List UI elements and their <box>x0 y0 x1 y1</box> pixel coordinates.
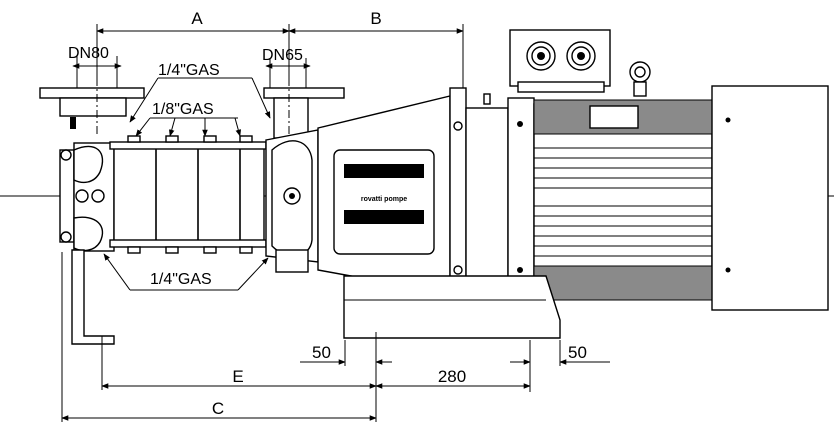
dimension-b-label: B <box>370 9 381 28</box>
dimension-a-b: A B <box>96 9 464 92</box>
suction-size-label: DN80 <box>68 45 109 62</box>
dimension-280-label: 280 <box>438 367 466 386</box>
dimension-e-label: E <box>232 367 243 386</box>
pump-stages <box>59 135 267 254</box>
electric-motor <box>507 29 829 311</box>
vent-connection: 1/8"GAS <box>135 101 242 137</box>
drain-connection: 1/4"GAS <box>103 253 269 291</box>
vent-label: 1/8"GAS <box>152 101 214 118</box>
nameplate-brand: rovatti pompe <box>361 196 407 203</box>
base-support <box>71 249 561 345</box>
dimension-a-label: A <box>191 9 203 28</box>
dimension-left-offset-label: 50 <box>312 343 331 362</box>
discharge-head <box>265 129 319 273</box>
dimension-right-offset-label: 50 <box>568 343 587 362</box>
discharge-flange: DN65 <box>262 47 345 139</box>
discharge-size-label: DN65 <box>262 47 303 64</box>
drain-label: 1/4"GAS <box>150 271 212 288</box>
bottom-dimensions: 50 50 E 280 C <box>61 252 610 422</box>
gauge-connection: 1/4"GAS <box>129 62 271 123</box>
dimension-c-label: C <box>212 399 224 418</box>
motor-bracket: rovatti pompe <box>317 87 509 305</box>
gauge-label: 1/4"GAS <box>158 62 220 79</box>
suction-flange: DN80 <box>39 45 145 135</box>
